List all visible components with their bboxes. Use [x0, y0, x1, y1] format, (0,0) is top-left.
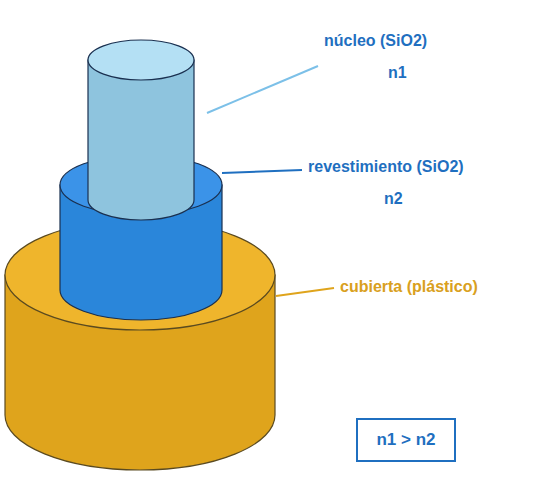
part-label: revestimiento (SiO2) [308, 158, 464, 176]
part-label: cubierta (plástico) [340, 278, 478, 296]
part-label: n1 [388, 64, 407, 82]
leader-line [207, 66, 318, 113]
part-label: n2 [384, 190, 403, 208]
part-label: núcleo (SiO2) [324, 32, 427, 50]
leader-line [276, 288, 334, 296]
leader-line [222, 170, 302, 173]
core-top [88, 40, 194, 80]
formula-text: n1 > n2 [376, 430, 435, 450]
formula-box: n1 > n2 [356, 418, 456, 462]
core-side [88, 60, 194, 220]
